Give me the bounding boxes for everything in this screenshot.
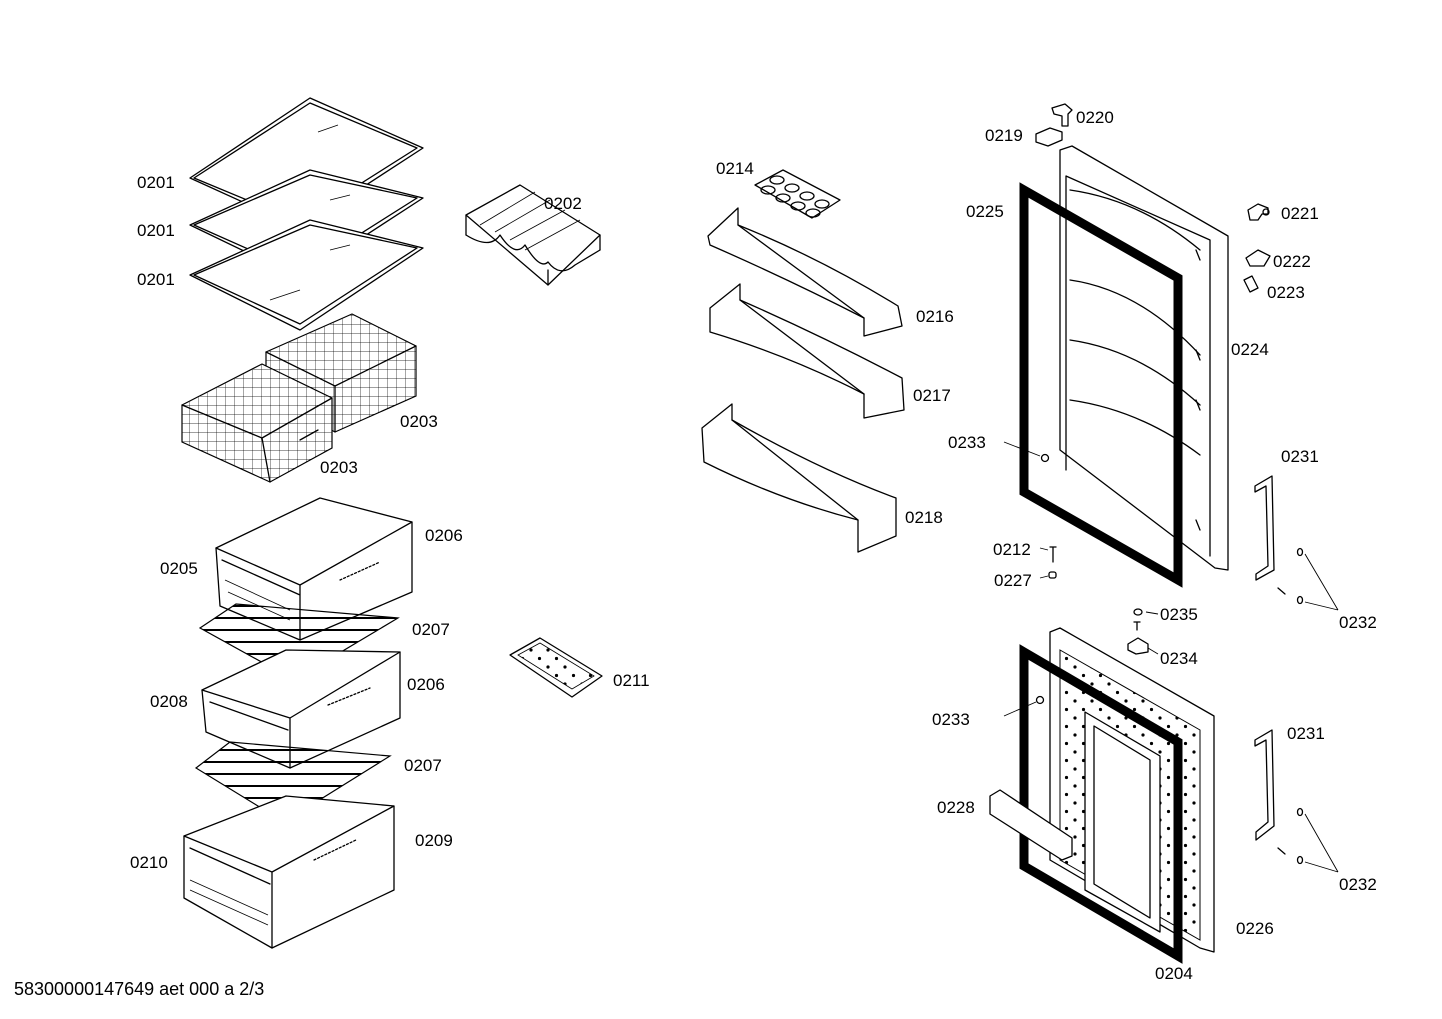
label-0206-lower: 0206 xyxy=(407,675,445,694)
label-0205: 0205 xyxy=(160,559,198,578)
screw-0233-lower xyxy=(1035,695,1045,705)
label-0232-lower: 0232 xyxy=(1339,875,1377,894)
label-0220: 0220 xyxy=(1076,108,1114,127)
door-gasket-lower xyxy=(1019,644,1183,964)
label-0204: 0204 xyxy=(1155,964,1193,983)
label-0214: 0214 xyxy=(716,159,754,178)
label-0206-upper: 0206 xyxy=(425,526,463,545)
egg-tray xyxy=(754,169,841,219)
door-handle-upper xyxy=(1254,475,1275,581)
label-0216: 0216 xyxy=(916,307,954,326)
hinge-part-0223 xyxy=(1243,275,1259,293)
washer-0235 xyxy=(1133,608,1143,631)
label-0209: 0209 xyxy=(415,831,453,850)
freezer-drawer-bottom xyxy=(183,795,395,949)
label-0224: 0224 xyxy=(1231,340,1269,359)
ice-cube-tray xyxy=(509,637,603,698)
screw-0233-upper xyxy=(1040,453,1050,463)
label-0207-lower: 0207 xyxy=(404,756,442,775)
label-0201-middle: 0201 xyxy=(137,221,175,240)
washer-0227 xyxy=(1048,571,1057,579)
leader-lines xyxy=(1003,441,1339,873)
label-0217: 0217 xyxy=(913,386,951,405)
label-0218: 0218 xyxy=(905,508,943,527)
label-0208: 0208 xyxy=(150,692,188,711)
label-0219: 0219 xyxy=(985,126,1023,145)
label-0234: 0234 xyxy=(1160,649,1198,668)
hinge-cap-0220 xyxy=(1051,103,1073,127)
door-gasket-upper xyxy=(1019,182,1183,588)
label-0212: 0212 xyxy=(993,540,1031,559)
label-0202: 0202 xyxy=(544,194,582,213)
freezer-door xyxy=(1049,627,1215,953)
label-0231-lower: 0231 xyxy=(1287,724,1325,743)
wire-basket-front xyxy=(181,363,333,483)
door-shelf-middle xyxy=(709,283,905,419)
hinge-bracket-0221 xyxy=(1247,203,1270,221)
hinge-cover-0219 xyxy=(1035,127,1063,147)
hinge-part-0222 xyxy=(1245,249,1271,267)
label-0228: 0228 xyxy=(937,798,975,817)
hinge-block-0234 xyxy=(1127,637,1149,655)
screw-0212 xyxy=(1049,546,1057,563)
fridge-door xyxy=(1059,145,1229,571)
screws-0232-upper xyxy=(1277,547,1304,605)
door-handle-lower xyxy=(1254,729,1275,841)
label-0201-bottom: 0201 xyxy=(137,270,175,289)
door-shelf-bottle xyxy=(701,403,897,553)
door-shelf-upper xyxy=(707,207,903,337)
label-0226: 0226 xyxy=(1236,919,1274,938)
label-0203-back: 0203 xyxy=(400,412,438,431)
document-code: 58300000147649 aet 000 a 2/3 xyxy=(14,979,265,999)
label-0223: 0223 xyxy=(1267,283,1305,302)
label-0233-lower: 0233 xyxy=(932,710,970,729)
label-0231-upper: 0231 xyxy=(1281,447,1319,466)
part-labels: 0201 0201 0201 0202 0203 0203 0205 0206 … xyxy=(130,108,1377,983)
label-0233-upper: 0233 xyxy=(948,433,986,452)
label-0211: 0211 xyxy=(613,671,650,690)
bottle-rack xyxy=(465,184,601,286)
label-0221: 0221 xyxy=(1281,204,1319,223)
freezer-flap xyxy=(989,789,1073,861)
label-0203-front: 0203 xyxy=(320,458,358,477)
wire-grid-lower xyxy=(194,741,392,823)
label-0210: 0210 xyxy=(130,853,168,872)
label-0235: 0235 xyxy=(1160,605,1198,624)
label-0227: 0227 xyxy=(994,571,1032,590)
label-0207-upper: 0207 xyxy=(412,620,450,639)
glass-shelf-bottom xyxy=(189,219,424,331)
label-0232-upper: 0232 xyxy=(1339,613,1377,632)
label-0201-top: 0201 xyxy=(137,173,175,192)
label-0225: 0225 xyxy=(966,202,1004,221)
label-0222: 0222 xyxy=(1273,252,1311,271)
screws-0232-lower xyxy=(1277,807,1304,865)
crisper-drawer-middle xyxy=(201,649,401,769)
